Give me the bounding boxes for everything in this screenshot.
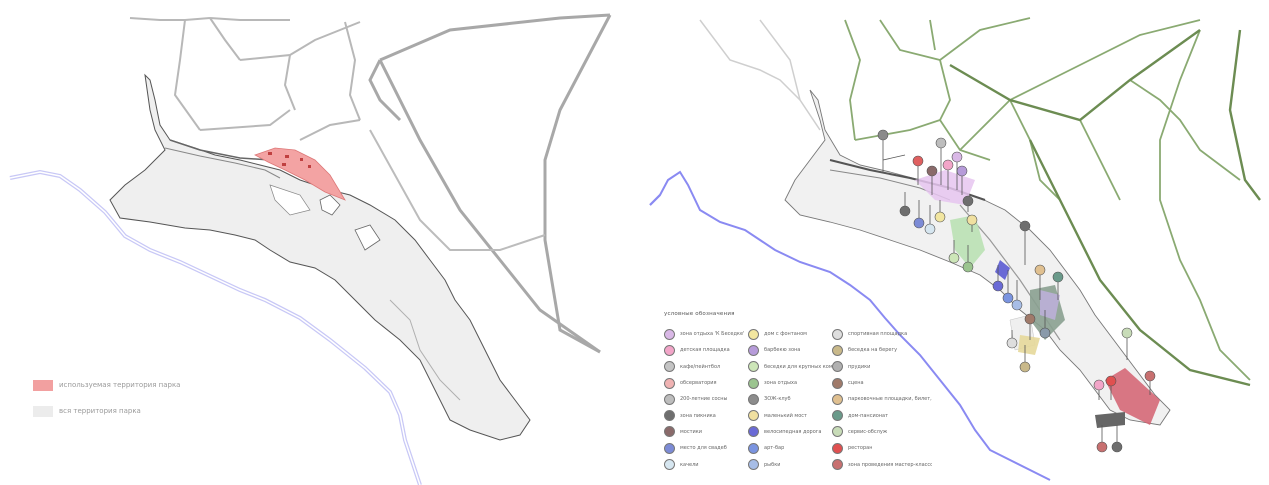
map-key-label: рыбки	[764, 461, 781, 468]
map-key-item: ЗОЖ-клуб	[748, 391, 832, 407]
map-key-label: зона проведения мастер-классов	[848, 461, 932, 468]
map-key-marker-icon	[748, 328, 759, 340]
map-key-item: велосипедная дорога	[748, 424, 832, 440]
map-key-marker-icon	[664, 361, 675, 373]
map-key-item: парковочные площадки, билет, вход	[832, 391, 932, 407]
map-key-label: прудики	[848, 363, 871, 370]
map-key-title: условные обозначения	[664, 311, 735, 317]
map-key-label: маленький мост	[764, 412, 807, 419]
map-key-item: рыбки	[748, 456, 832, 472]
map-key-item: сцена	[832, 375, 932, 391]
map-key-item: прудики	[832, 359, 932, 375]
map-key-marker-icon	[748, 426, 759, 438]
map-key-label: зона отдыха 'К Беседке'	[680, 331, 745, 338]
map-key-marker-icon	[664, 377, 675, 389]
map-key-item: беседки для крупных компаний	[748, 359, 832, 375]
map-key-marker-icon	[748, 442, 759, 454]
map-key-label: барбекю зона	[764, 347, 801, 354]
map-key-marker-icon	[664, 328, 675, 340]
legend-item-total: вся территория парка	[33, 404, 180, 418]
map-key-label: место для свадеб	[680, 445, 727, 452]
map-key-marker-icon	[832, 344, 843, 356]
map-key-item: кафе/пейнтбол	[664, 359, 748, 375]
map-key-label: арт-бар	[764, 445, 785, 452]
map-key-marker-icon	[748, 459, 759, 471]
map-key-grid: зона отдыха 'К Беседке' дом с фонтаном спо…	[664, 326, 932, 473]
map-key-marker-icon	[832, 393, 843, 405]
map-key-label: 200-летние сосны	[680, 396, 728, 403]
map-key-label: ЗОЖ-клуб	[764, 396, 791, 403]
map-key-label: ресторан	[848, 445, 873, 452]
map-key-label: велосипедная дорога	[764, 428, 822, 435]
map-key-marker-icon	[832, 442, 843, 454]
legend-swatch-total	[33, 405, 53, 417]
map-key-item: сервис-обслуж	[832, 424, 932, 440]
map-key-item: арт-бар	[748, 440, 832, 456]
map-key-item: качели	[664, 456, 748, 472]
map-key-label: дом с фонтаном	[764, 331, 807, 338]
map-key-item: ресторан	[832, 440, 932, 456]
map-key-label: кафе/пейнтбол	[680, 363, 721, 370]
map-key-marker-icon	[832, 459, 843, 471]
map-key-item: барбекю зона	[748, 342, 832, 358]
river-right	[649, 170, 1051, 481]
used-territory	[254, 147, 346, 201]
map-key-item: зона пикника	[664, 407, 748, 423]
map-key-marker-icon	[748, 377, 759, 389]
map-key-marker-icon	[832, 328, 843, 340]
map-key-marker-icon	[664, 344, 675, 356]
legend-item-used: используемая территория парка	[33, 378, 180, 392]
map-key-item: зона отдыха	[748, 375, 832, 391]
map-key-marker-icon	[664, 442, 675, 454]
legend-swatch-used	[33, 379, 53, 391]
map-key-marker-icon	[832, 426, 843, 438]
map-key-label: беседки для крупных компаний	[764, 363, 832, 370]
map-key-item: дом с фонтаном	[748, 326, 832, 342]
map-key-label: обсерватория	[680, 380, 717, 387]
map-key-item: мостики	[664, 424, 748, 440]
map-key-label: детская площадка	[680, 347, 730, 354]
map-key-marker-icon	[832, 361, 843, 373]
map-key-item: дом-пансионат	[832, 407, 932, 423]
map-key-item: детская площадка	[664, 342, 748, 358]
map-key-item: зона отдыха 'К Беседке'	[664, 326, 748, 342]
map-key-marker-icon	[664, 410, 675, 422]
map-key-marker-icon	[832, 377, 843, 389]
map-key-item: зона проведения мастер-классов	[832, 456, 932, 472]
legend-label-total: вся территория парка	[59, 406, 141, 415]
map-key-item: обсерватория	[664, 375, 748, 391]
map-key-marker-icon	[664, 459, 675, 471]
park-territory	[109, 73, 531, 441]
map-key-label: качели	[680, 461, 699, 468]
legend-label-used: используемая территория парка	[59, 380, 181, 389]
map-key-label: сцена	[848, 380, 864, 387]
map-key-label: зона пикника	[680, 412, 716, 419]
map-key-marker-icon	[748, 344, 759, 356]
map-key: условные обозначения зона отдыха 'К Бесе…	[664, 311, 932, 473]
map-key-marker-icon	[748, 410, 759, 422]
map-key-label: мостики	[680, 428, 703, 435]
map-key-item: маленький мост	[748, 407, 832, 423]
legend-used-vs-total: используемая территория парка вся террит…	[33, 378, 180, 430]
map-key-label: сервис-обслуж	[848, 428, 888, 435]
map-key-marker-icon	[748, 361, 759, 373]
map-key-item: 200-летние сосны	[664, 391, 748, 407]
map-key-item: место для свадеб	[664, 440, 748, 456]
map-key-item: спортивная площадка	[832, 326, 932, 342]
map-key-label: зона отдыха	[764, 380, 798, 387]
map-key-item: беседка на берегу	[832, 342, 932, 358]
map-key-marker-icon	[664, 393, 675, 405]
map-key-marker-icon	[664, 426, 675, 438]
map-key-label: беседка на берегу	[848, 347, 898, 354]
map-key-label: дом-пансионат	[848, 412, 888, 419]
map-key-marker-icon	[748, 393, 759, 405]
map-key-label: спортивная площадка	[848, 331, 908, 338]
map-key-label: парковочные площадки, билет, вход	[848, 396, 932, 403]
map-key-marker-icon	[832, 410, 843, 422]
